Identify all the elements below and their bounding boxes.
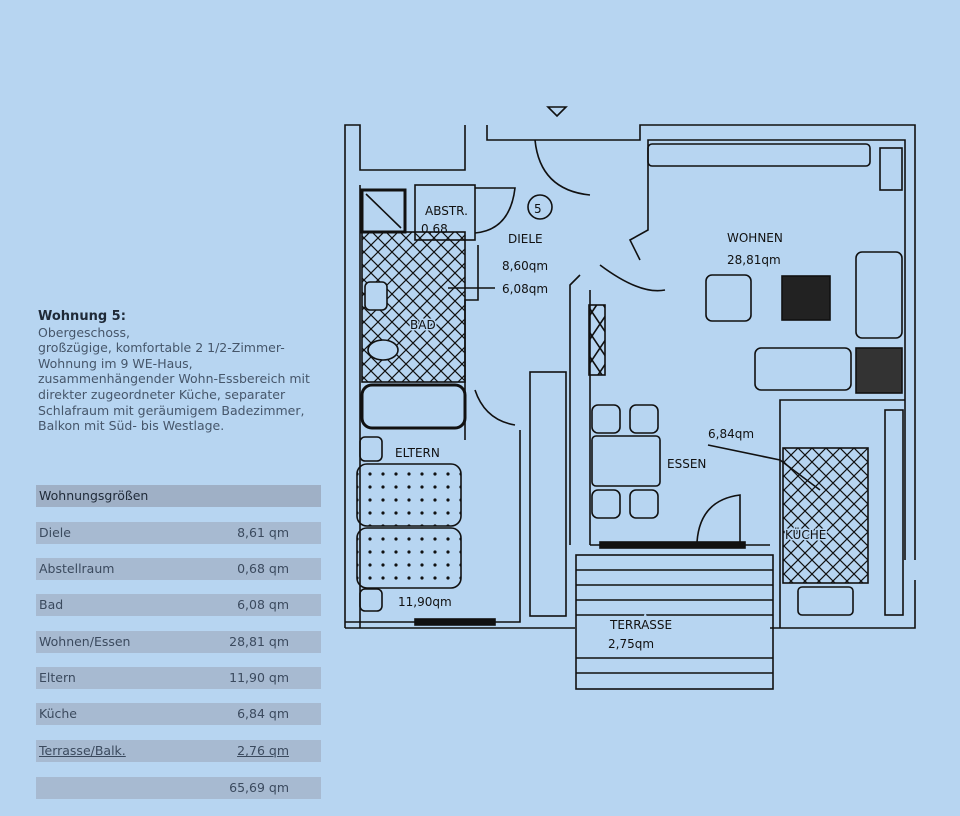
bad-label: BAD [410, 318, 436, 332]
chair [629, 489, 659, 519]
terrasse-label: TERRASSE [609, 618, 672, 632]
kitchen-sink [797, 586, 854, 616]
table-row: Abstellraum 0,68 qm [36, 558, 321, 580]
desc-line: Wohnung im 9 WE-Haus, [38, 355, 193, 371]
abstr-label: ABSTR. [425, 204, 468, 218]
desc-line: Schlafraum mit geräumigem Badezimmer, [38, 402, 305, 418]
chair [591, 404, 621, 434]
abstr-area: 0,68 [421, 222, 448, 236]
apartment-title: Wohnung 5: [38, 309, 126, 324]
bathtub [360, 383, 467, 430]
table-row: Terrasse/Balk. 2,76 qm [36, 740, 321, 762]
row-value: 28,81 qm [229, 634, 289, 649]
row-value: 0,68 qm [237, 561, 289, 576]
bed [356, 527, 462, 589]
unit-number-circle [527, 194, 553, 220]
row-label: Küche [39, 706, 77, 721]
table-row: Diele 8,61 qm [36, 522, 321, 544]
unit-number: 5 [534, 202, 542, 216]
apartment-description: Wohnung 5: Obergeschoss, großzügige, kom… [38, 309, 338, 434]
sofa-top [647, 143, 871, 167]
table-row: Küche 6,84 qm [36, 703, 321, 725]
nightstand [359, 436, 383, 462]
terrasse-area: 2,75qm [608, 637, 654, 651]
entrance-door [534, 139, 591, 196]
window [414, 618, 496, 626]
terrace [575, 554, 774, 690]
entry-arrow-icon [546, 106, 568, 118]
side-table [855, 347, 903, 394]
total-row: 65,69 qm [36, 777, 321, 799]
row-label: Wohnen/Essen [39, 634, 131, 649]
row-value: 6,84 qm [237, 706, 289, 721]
nightstand [359, 588, 383, 612]
storage-door [474, 187, 516, 234]
kitchen-floor [782, 447, 869, 584]
sofa [855, 251, 903, 339]
eltern-label: ELTERN [395, 446, 440, 460]
wohnen-area: 28,81qm [727, 253, 781, 267]
desc-line: Balkon mit Süd- bis Westlage. [38, 418, 225, 434]
row-value: 11,90 qm [229, 670, 289, 685]
table-row: Bad 6,08 qm [36, 594, 321, 616]
armchair [705, 274, 752, 322]
diele-area: 8,60qm [502, 259, 548, 273]
terrace-door [696, 494, 741, 543]
bed [356, 463, 462, 527]
desc-line: direkter zugeordneter Küche, separater [38, 386, 286, 402]
kueche-label: KÜCHE [785, 526, 826, 542]
desc-line: Obergeschoss, [38, 324, 130, 340]
row-value: 8,61 qm [237, 525, 289, 540]
row-label: Terrasse/Balk. [39, 743, 126, 758]
terrace-window [599, 541, 746, 549]
living-door [599, 264, 666, 292]
row-label: Bad [39, 597, 64, 612]
kitchen-counter [884, 409, 904, 616]
essen-label: ESSEN [667, 457, 706, 471]
row-value: 2,76 qm [237, 743, 289, 758]
row-value: 6,08 qm [237, 597, 289, 612]
desc-line: großzügige, komfortable 2 1/2-Zimmer- [38, 340, 285, 356]
coffee-table [781, 275, 831, 321]
wardrobe [588, 304, 606, 376]
sofa [754, 347, 852, 391]
chair [629, 404, 659, 434]
table-row: Wohnen/Essen 28,81 qm [36, 631, 321, 653]
chair [591, 489, 621, 519]
total-value: 65,69 qm [229, 780, 289, 795]
sink [364, 281, 388, 311]
toilet [367, 339, 399, 361]
bedroom-door [474, 389, 516, 426]
diele-label: DIELE [508, 232, 543, 246]
terrace-planks [576, 569, 773, 674]
desc-line: zusammenhängender Wohn-Essbereich mit [38, 371, 310, 387]
wohnen-label: WOHNEN [727, 231, 783, 245]
leader-line [707, 444, 781, 461]
bad-area: 6,08qm [502, 282, 548, 296]
cabinet [879, 147, 903, 191]
row-label: Eltern [39, 670, 76, 685]
kueche-area: 6,84qm [708, 427, 754, 441]
dining-table [591, 435, 661, 487]
table-row: Eltern 11,90 qm [36, 667, 321, 689]
row-label: Abstellraum [39, 561, 115, 576]
sizes-header: Wohnungsgrößen [36, 485, 321, 507]
row-label: Diele [39, 525, 71, 540]
eltern-area: 11,90qm [398, 595, 452, 609]
sizes-header-label: Wohnungsgrößen [39, 488, 149, 503]
